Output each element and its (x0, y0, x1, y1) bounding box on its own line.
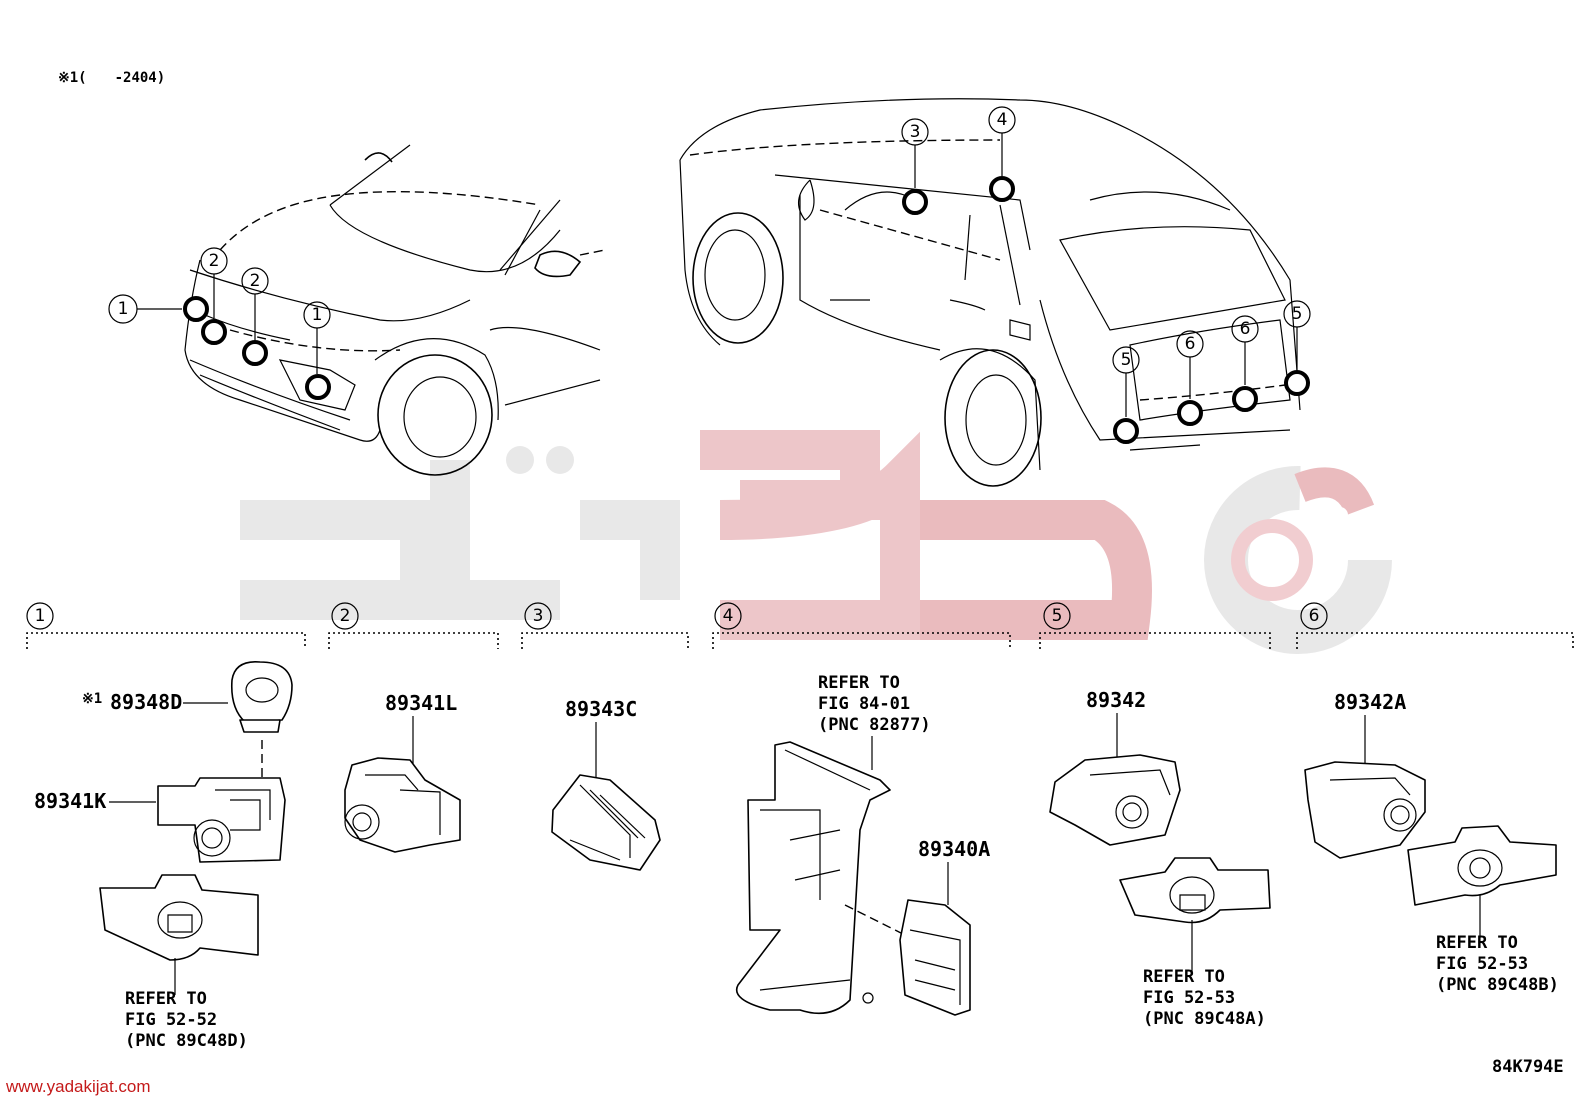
group-6-refer-line-3: (PNC 89C48B) (1436, 975, 1559, 995)
group-header-5: 5 (1039, 602, 1271, 649)
callout-1-front-right: 1 (303, 301, 331, 329)
part-89341l-label: 89341L (385, 691, 457, 715)
group-5-refer-line-2: FIG 52-53 (1143, 988, 1235, 1008)
callout-2-front-b: 2 (241, 267, 269, 295)
part-89342a-label: 89342A (1334, 690, 1406, 714)
callout-5-rear-right: 5 (1283, 300, 1311, 328)
svg-text:4: 4 (723, 606, 734, 626)
group-header-3: 3 (521, 602, 689, 649)
watermark-logo (240, 430, 1392, 654)
group-header-4: 4 (712, 602, 1011, 649)
ecu-bracket-icon (735, 741, 891, 1015)
group-4-refer-line-1: REFER TO (818, 673, 900, 693)
group-5-refer-line-3: (PNC 89C48A) (1143, 1009, 1266, 1029)
svg-text:1: 1 (35, 606, 46, 626)
sensor-retainer-rear-icon (1119, 857, 1271, 924)
svg-text:2: 2 (250, 271, 261, 291)
callout-1-front-left: 1 (108, 294, 138, 324)
buzzer-unit-icon (551, 774, 661, 871)
group-4-parts: REFER TO FIG 84-01 (PNC 82877) 89340A (735, 673, 990, 1016)
group-4-refer-line-3: (PNC 82877) (818, 715, 931, 735)
rear-car-illustration: 3 4 5 6 6 5 (679, 98, 1311, 487)
footer-website: www.yadakijat.com (5, 1077, 151, 1096)
svg-text:1: 1 (118, 299, 129, 319)
group-6-parts: 89342A REFER TO FIG 52-53 (PNC 89C48B) (1304, 690, 1559, 995)
svg-text:2: 2 (209, 251, 220, 271)
drawing-code: 84K794E (1492, 1057, 1564, 1077)
group-3-parts: 89343C (551, 697, 661, 871)
group-header-1: 1 (26, 602, 306, 649)
svg-text:6: 6 (1185, 334, 1196, 354)
callout-6-rear-right: 6 (1231, 315, 1259, 343)
callout-6-rear-left: 6 (1176, 330, 1204, 358)
parking-sensor-corner-icon (344, 757, 461, 853)
group-5-parts: 89342 REFER TO FIG 52-53 (PNC 89C48A) (1049, 688, 1271, 1029)
sensor-retainer-rear-corner-icon (1407, 825, 1557, 906)
group-1-refer-line-3: (PNC 89C48D) (125, 1031, 248, 1051)
part-89340a-label: 89340A (918, 837, 990, 861)
svg-text:2: 2 (340, 606, 351, 626)
ultrasonic-sensor-cover-icon (230, 661, 293, 723)
clearance-ecu-icon (899, 899, 971, 1016)
group-1-refer-line-1: REFER TO (125, 989, 207, 1009)
group-4-refer-line-2: FIG 84-01 (818, 694, 910, 714)
header-note: ※1( -2404) (58, 70, 165, 86)
parking-sensor-rear-corner-icon (1304, 761, 1426, 859)
callout-4-rear: 4 (988, 106, 1016, 134)
svg-text:3: 3 (910, 122, 921, 142)
callout-3-rear: 3 (901, 118, 929, 146)
part-89348d-label: 89348D (110, 690, 182, 714)
part-89342-label: 89342 (1086, 688, 1146, 712)
group-header-6: 6 (1296, 602, 1574, 649)
svg-text:6: 6 (1240, 319, 1251, 339)
group-header-2: 2 (328, 602, 499, 649)
sensor-retainer-icon (99, 874, 259, 961)
callout-5-rear-left: 5 (1112, 346, 1140, 374)
svg-text:3: 3 (533, 606, 544, 626)
group-2-parts: 89341L (344, 691, 461, 853)
svg-text:5: 5 (1052, 606, 1063, 626)
front-car-illustration: 1 2 2 1 (108, 144, 606, 476)
parking-sensor-rear-icon (1049, 754, 1181, 846)
parking-sensor-front-icon (157, 777, 286, 863)
svg-text:5: 5 (1292, 304, 1303, 324)
group-5-refer-line-1: REFER TO (1143, 967, 1225, 987)
part-89343c-label: 89343C (565, 697, 637, 721)
group-1-refer-line-2: FIG 52-52 (125, 1010, 217, 1030)
svg-text:5: 5 (1121, 350, 1132, 370)
group-6-refer-line-2: FIG 52-53 (1436, 954, 1528, 974)
group-6-refer-line-1: REFER TO (1436, 933, 1518, 953)
svg-text:1: 1 (312, 305, 323, 325)
svg-text:6: 6 (1309, 606, 1320, 626)
part-89348d-note: ※1 (82, 691, 102, 707)
group-1-parts: ※1 89348D 89341K REFER TO FIG 52-52 (PNC… (34, 661, 293, 1051)
svg-text:4: 4 (997, 110, 1008, 130)
callout-2-front-a: 2 (200, 247, 228, 275)
part-89341k-label: 89341K (34, 789, 106, 813)
